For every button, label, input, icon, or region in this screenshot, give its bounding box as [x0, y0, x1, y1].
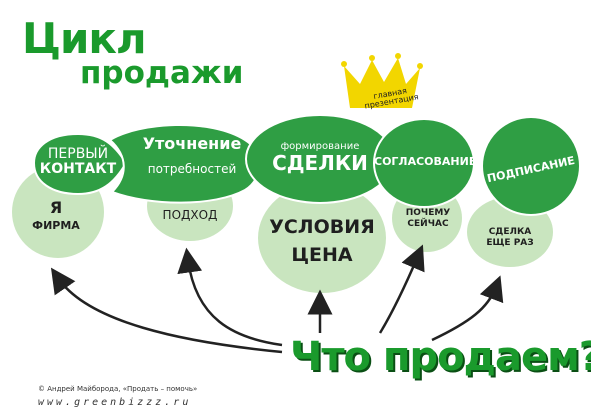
website-link[interactable]: www.greenbizzz.ru [38, 397, 192, 408]
stage-shape-agreement [373, 118, 475, 208]
arrow-to-company [50, 267, 283, 354]
stage-label-deal-forming: формирование СДЕЛКИ [258, 141, 382, 175]
topic-deal-again-line-2: ЕЩЕ РАЗ [486, 238, 534, 249]
arrow-to-approach [177, 247, 283, 347]
title-line-2: продажи [80, 55, 244, 91]
topic-label-deal-again: СДЕЛКА ЕЩЕ РАЗ [470, 227, 550, 249]
stage-needs-line-1: Уточнение [142, 134, 242, 153]
stage-first-contact-line-2: КОНТАКТ [39, 160, 117, 177]
topic-label-company: Я ФИРМА [18, 198, 94, 232]
topic-approach-line-1: ПОДХОД [162, 208, 218, 222]
copyright-notice: © Андрей Майборода, «Продать – помочь» [38, 385, 198, 393]
stage-first-contact-line-1: ПЕРВЫЙ [47, 146, 109, 162]
topic-company-line-2: ФИРМА [32, 218, 80, 232]
topic-terms-line-1: УСЛОВИЯ [269, 216, 375, 238]
stage-deal-forming-line-1: формирование [280, 141, 360, 152]
topic-company-line-1: Я [49, 198, 63, 217]
topic-label-approach: ПОДХОД [150, 209, 230, 222]
stage-deal-forming-line-2: СДЕЛКИ [272, 150, 368, 175]
stage-shape-needs [108, 123, 261, 204]
stage-label-first-contact: ПЕРВЫЙ КОНТАКТ [30, 147, 126, 176]
crown-icon [344, 58, 420, 108]
central-question: Что продаем? [290, 334, 591, 380]
topic-why-now-line-1: ПОЧЕМУ [405, 208, 451, 218]
stage-label-needs: Уточнение потребностей [130, 134, 254, 176]
title-line-1: Цикл [22, 14, 147, 63]
stage-shape-signing [481, 116, 581, 216]
topic-label-why-now: ПОЧЕМУ СЕЙЧАС [393, 208, 463, 230]
topic-bubble-terms-price [258, 183, 386, 293]
stage-shape-first-contact [32, 132, 128, 196]
stage-label-agreement: СОГЛАСОВАНИЕ [374, 155, 477, 168]
topic-deal-again-line-1: СДЕЛКА [488, 227, 532, 237]
topic-why-now-line-2: СЕЙЧАС [407, 219, 449, 230]
arrow-to-why-now [378, 244, 425, 334]
topic-label-terms-price: УСЛОВИЯ ЦЕНА [262, 216, 382, 266]
arrow-to-deal-again [431, 275, 504, 342]
stage-needs-line-2: потребностей [147, 161, 237, 176]
stage-agreement-line-1: СОГЛАСОВАНИЕ [374, 155, 477, 168]
topic-terms-line-2: ЦЕНА [291, 243, 353, 266]
